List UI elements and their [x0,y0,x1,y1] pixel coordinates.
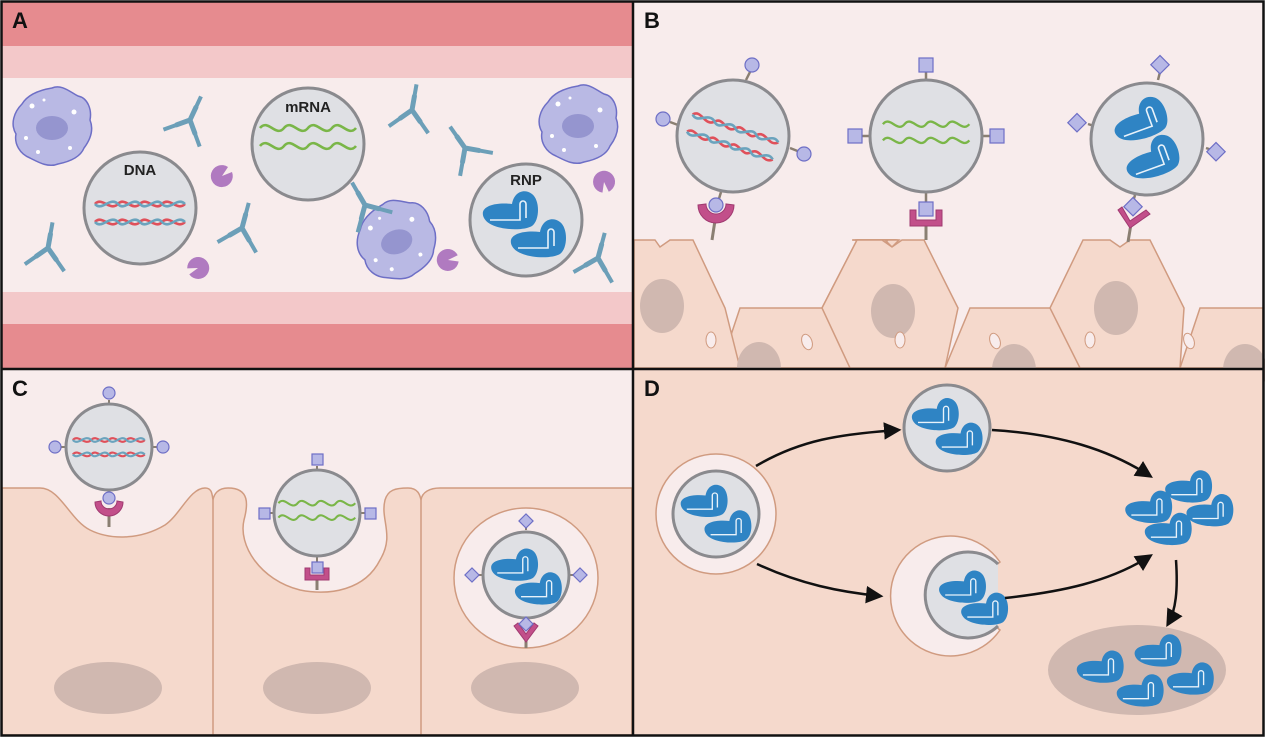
ligand-circle-icon [655,57,812,213]
arrow-rupture [756,562,884,604]
dna-particle: DNA [82,150,198,266]
endosome-intact [655,453,777,575]
nucleus [640,279,684,333]
panel-a: A DNA mRNA RNP [2,2,632,368]
nucleus [871,284,915,338]
endosome-ruptured [889,535,1009,657]
mrna-particle-engulfing [258,453,377,590]
cargo-label-rnp: RNP [510,172,542,189]
dna-particle-targeted [655,57,812,241]
rnp-endosome [453,507,599,649]
nucleus [263,662,371,714]
mrna-particle-targeted [847,57,1005,240]
dna-particle-binding [48,386,170,527]
panel-label-b: B [644,8,660,33]
panel-label-a: A [12,8,28,33]
endothelium-bottom [2,292,632,324]
tight-junctions [705,331,1195,351]
arrow-nuclear-entry [1166,559,1183,628]
nucleus [471,662,579,714]
cargo-label-mrna: mRNA [285,99,331,116]
rnp-particle: RNP [468,162,584,278]
panel-label-c: C [12,376,28,401]
arrow-release-top [991,428,1153,478]
arrow-release-bottom [1004,554,1153,600]
arrow-escape [755,422,902,468]
endothelium-top [2,46,632,78]
particle-released [902,383,992,473]
pathway-arrows [755,422,1183,628]
nucleus [54,662,162,714]
nucleus-with-rnps [1048,625,1226,715]
nucleus [1094,281,1138,335]
ligand-square-icon [847,57,1005,217]
panel-d: D [634,370,1263,735]
receptor-v-icon [1117,206,1151,229]
mrna-particle: mRNA [250,86,366,202]
receptor-cup-icon [909,209,943,227]
rnp-particle-targeted [1066,54,1227,243]
panel-label-d: D [644,376,660,401]
vessel-wall-bottom [2,324,632,368]
cargo-label-dna: DNA [124,162,157,179]
receptor-cup-icon [697,203,735,224]
panel-b: B [633,2,1265,396]
vessel-wall-top [2,2,632,46]
panel-c: C [1,370,633,736]
ligand-diamond-icon [1066,54,1227,217]
